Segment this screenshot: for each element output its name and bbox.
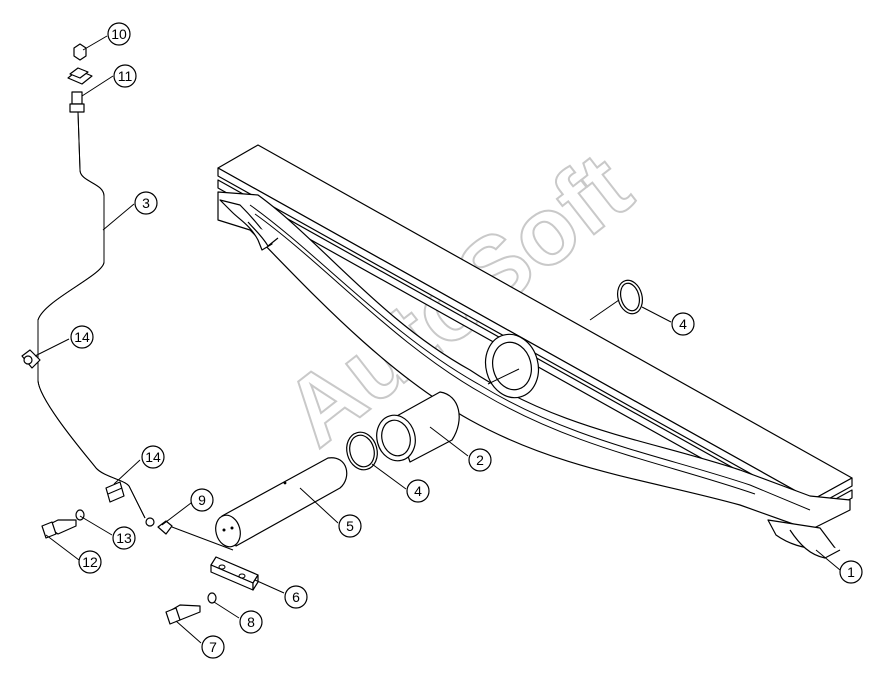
callout-7: 7 — [201, 635, 225, 659]
callout-3: 3 — [134, 191, 158, 215]
callout-label: 5 — [346, 518, 354, 534]
callout-label: 2 — [476, 452, 484, 468]
callout-10: 10 — [107, 22, 131, 46]
washer-lower — [207, 592, 217, 604]
ring-left — [346, 431, 378, 471]
callout-9: 9 — [190, 488, 214, 512]
callout-label: 3 — [142, 195, 150, 211]
callout-label: 14 — [74, 329, 90, 345]
cap-fitting — [67, 43, 93, 85]
callout-14-lower: 14 — [141, 445, 165, 469]
callout-6: 6 — [284, 585, 308, 609]
lube-pipe — [37, 111, 146, 519]
callout-label: 6 — [292, 589, 300, 605]
callout-2: 2 — [468, 448, 492, 472]
ring-right — [617, 279, 643, 315]
callout-label: 14 — [145, 449, 161, 465]
washer-upper — [75, 509, 85, 521]
pipe-clip-lower — [105, 481, 125, 503]
pipe-connector — [69, 91, 85, 113]
shaft-pin — [215, 457, 348, 548]
lock-plate — [210, 556, 259, 591]
leader-lines — [34, 35, 841, 644]
callout-label: 1 — [847, 564, 855, 580]
callout-1: 1 — [839, 560, 863, 584]
callout-label: 4 — [414, 483, 422, 499]
callout-13: 13 — [112, 526, 136, 550]
pipe-clip-upper — [21, 349, 41, 369]
callout-label: 12 — [82, 554, 98, 570]
grease-fitting — [145, 517, 173, 535]
callout-14-upper: 14 — [70, 325, 94, 349]
callout-8: 8 — [239, 610, 263, 634]
callout-label: 11 — [118, 68, 133, 84]
callout-label: 10 — [111, 26, 127, 42]
callout-4-right: 4 — [671, 312, 695, 336]
callout-label: 8 — [247, 614, 255, 630]
callout-12: 12 — [78, 550, 102, 574]
bolt-lower — [165, 604, 201, 625]
callout-4-left: 4 — [406, 479, 430, 503]
leaf-spring-beam — [217, 144, 853, 559]
callout-label: 4 — [679, 316, 687, 332]
callout-label: 9 — [198, 492, 206, 508]
callout-label: 13 — [116, 530, 132, 546]
callout-11: 11 — [113, 64, 137, 88]
callout-5: 5 — [338, 514, 362, 538]
bushing-sleeve — [376, 391, 460, 463]
bolt-upper — [41, 519, 77, 539]
callout-label: 7 — [209, 639, 217, 655]
